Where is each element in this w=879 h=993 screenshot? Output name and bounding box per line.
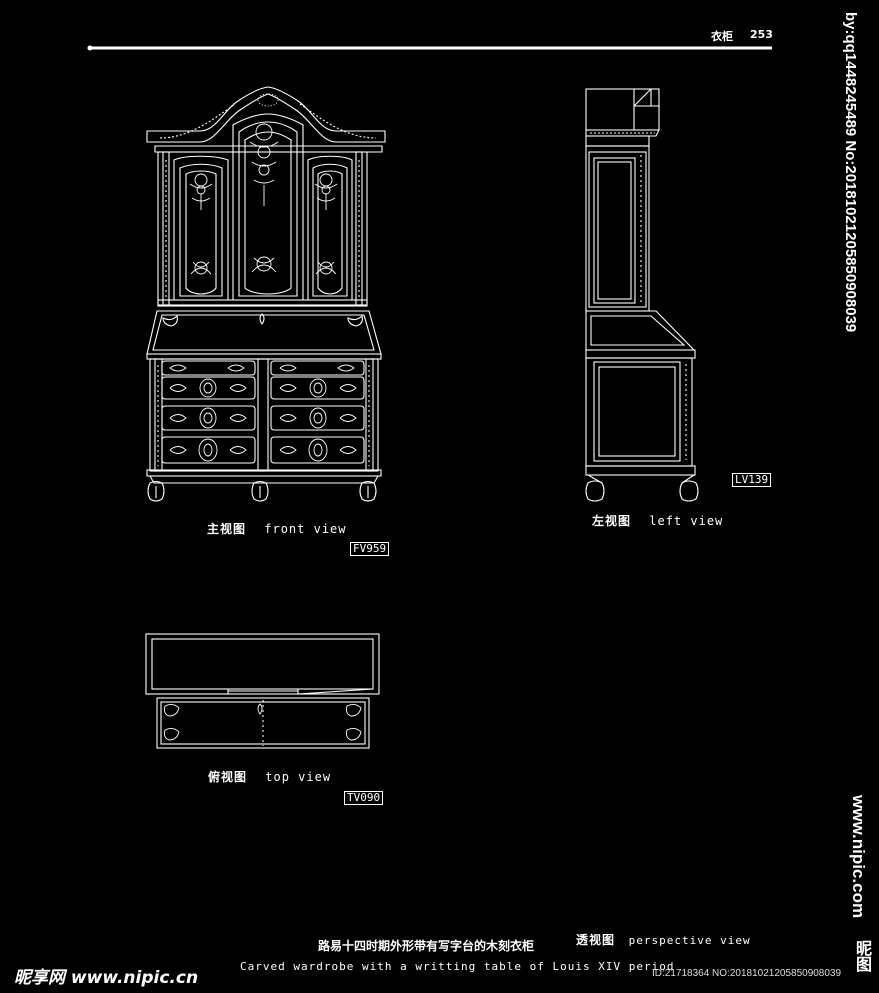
caption-en: Carved wardrobe with a writting table of… <box>240 960 675 973</box>
left-view-code: LV139 <box>732 473 772 487</box>
top-view-drawing <box>145 633 380 749</box>
side-id-watermark: by:qq1448245489 No:20181021205850908039 <box>842 12 859 333</box>
left-view-drawing <box>585 88 699 502</box>
site-watermark-vertical: www.nipic.com <box>849 795 868 919</box>
header-page-number: 253 <box>750 28 773 41</box>
top-view-label: 俯视图 top view <box>208 768 331 785</box>
bottom-id-watermark: ID:21718364 NO:20181021205850908039 <box>652 968 842 979</box>
perspective-view-zh: 透视图 <box>576 933 616 947</box>
top-view-zh: 俯视图 <box>208 770 248 784</box>
left-view-label: 左视图 left view <box>592 512 723 529</box>
top-view-en: top view <box>265 770 332 784</box>
perspective-view-en: perspective view <box>628 934 751 947</box>
left-view-zh: 左视图 <box>592 514 632 528</box>
front-view-en: front view <box>264 522 347 536</box>
front-view-label: 主视图 front view <box>207 520 347 537</box>
top-view-code: TV090 <box>344 791 384 805</box>
caption-zh: 路易十四时期外形带有写字台的木刻衣柜 <box>318 939 535 953</box>
front-view-drawing <box>146 86 386 502</box>
front-view-zh: 主视图 <box>207 522 247 536</box>
perspective-view-label: 透视图 perspective view <box>576 931 751 948</box>
header-rule <box>87 45 772 51</box>
header-section: 衣柜 <box>711 30 733 43</box>
left-view-en: left view <box>649 514 724 528</box>
bottom-logo-watermark: 昵享网 www.nipic.cn <box>14 968 199 988</box>
front-view-code: FV959 <box>350 542 390 556</box>
site-logo-watermark: 昵图 <box>853 940 872 972</box>
